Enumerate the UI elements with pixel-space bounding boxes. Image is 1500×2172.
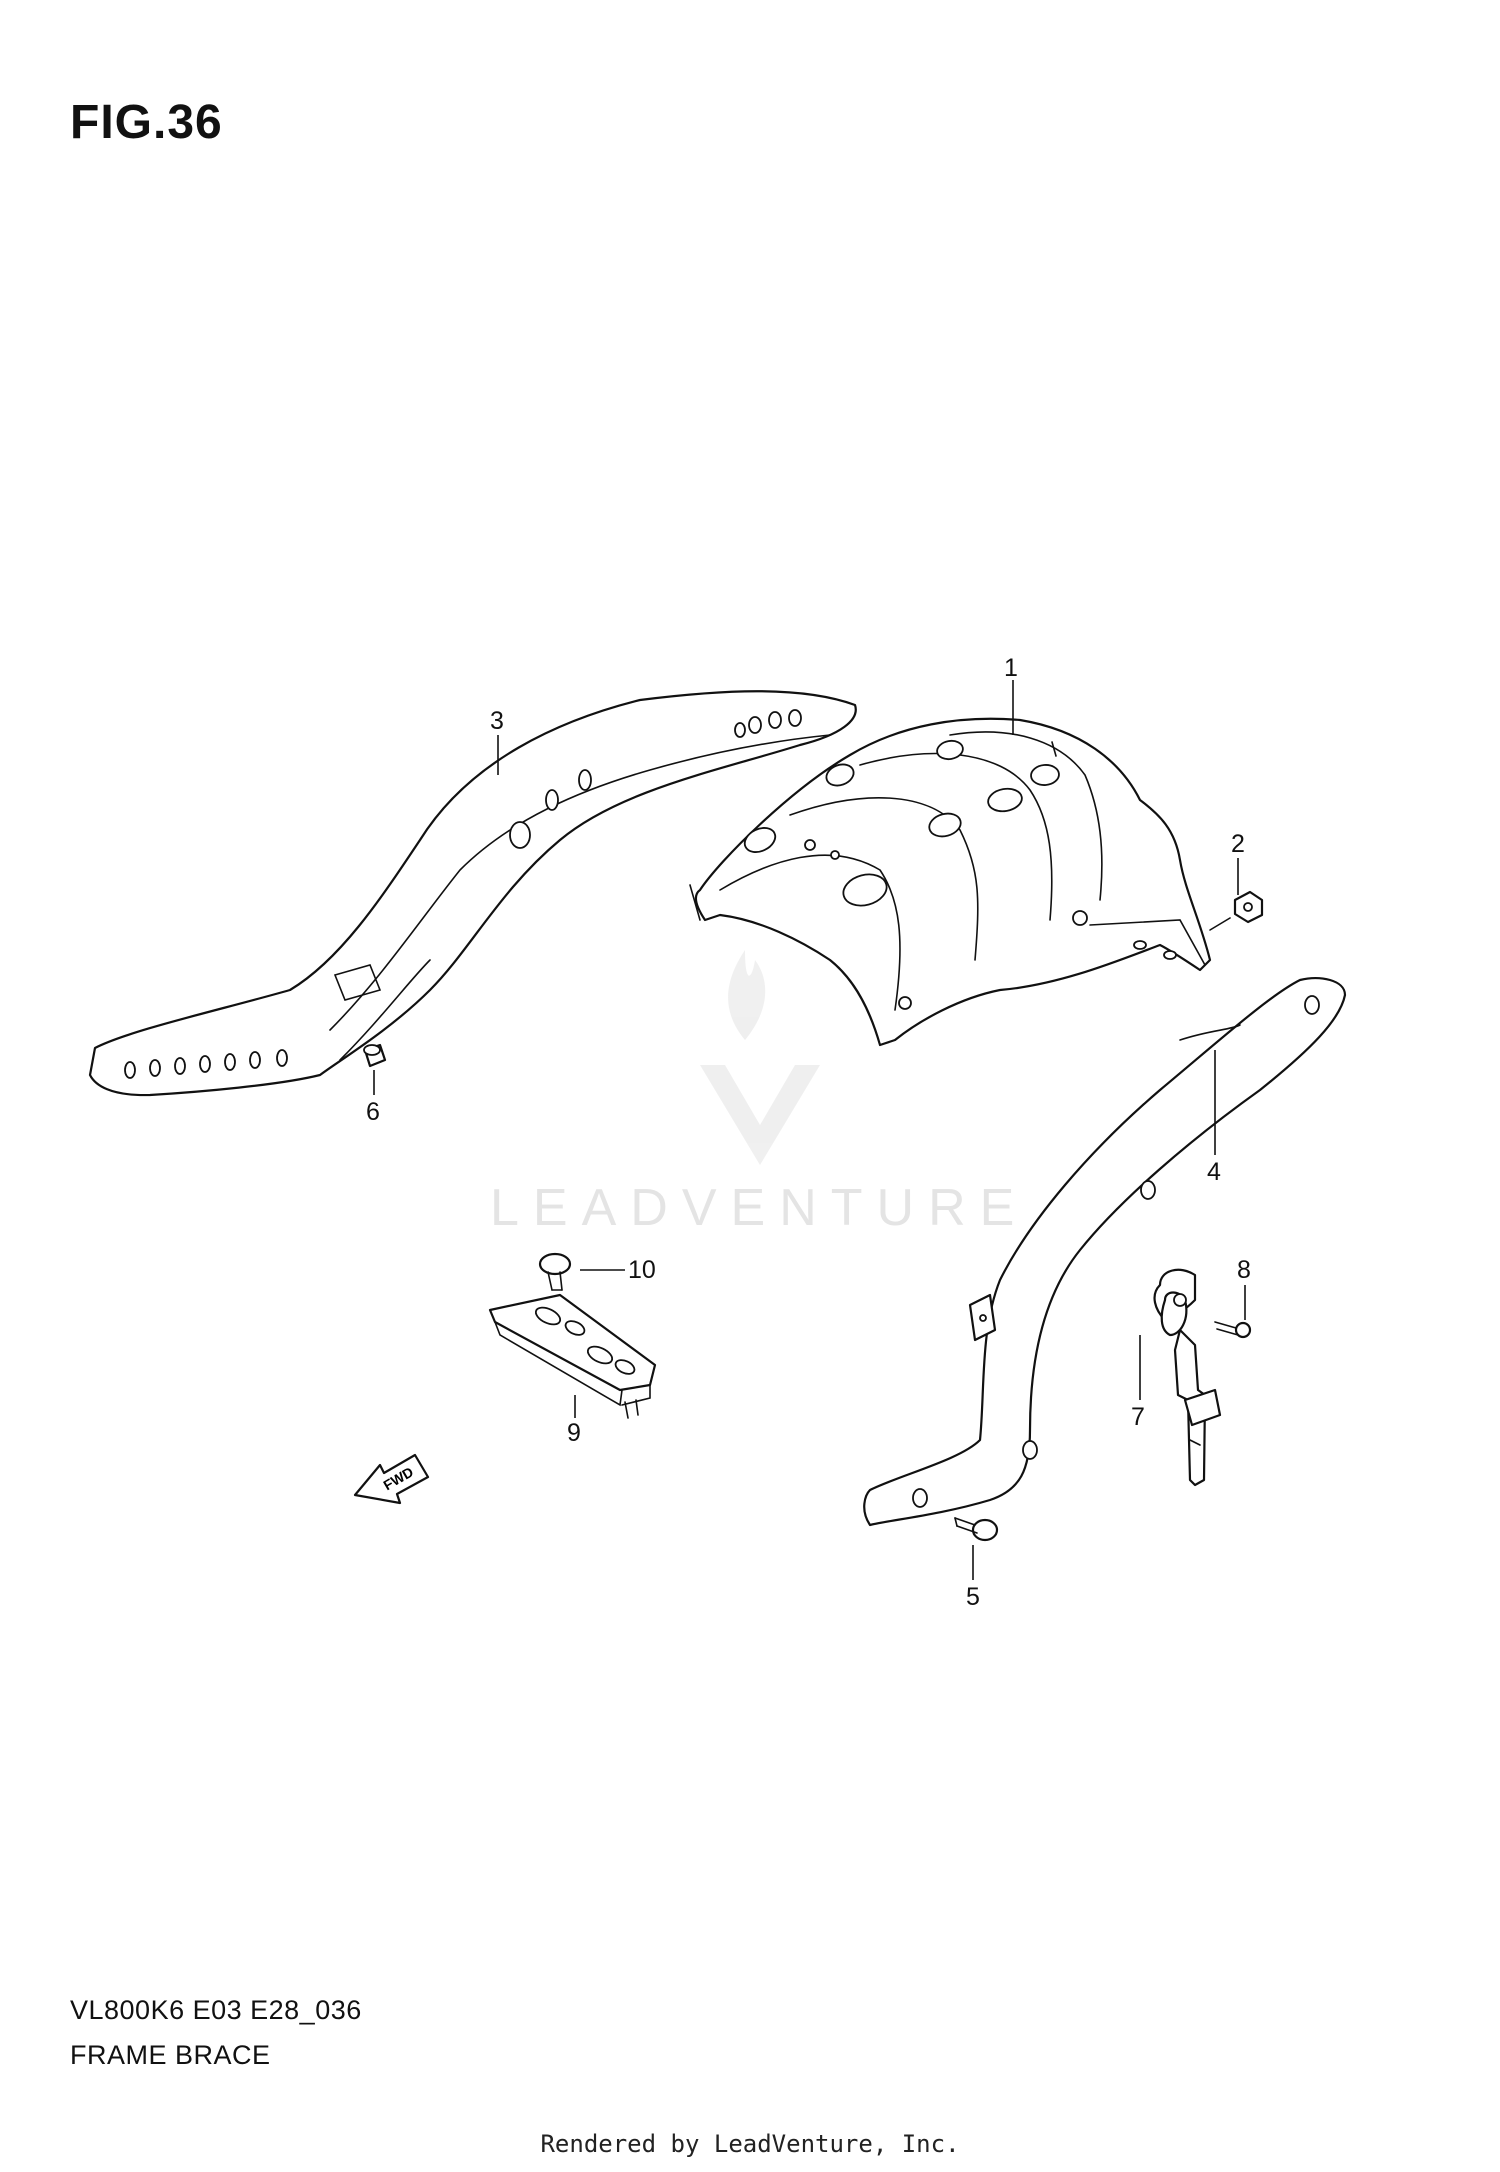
callout-3: 3 — [490, 707, 504, 735]
part-3-left-frame-brace[interactable] — [88, 690, 857, 1097]
part-10-screw[interactable] — [538, 1252, 572, 1291]
part-6-collar[interactable] — [363, 1043, 387, 1068]
leader-lines — [373, 680, 1246, 1580]
part-2-nut[interactable] — [1209, 890, 1264, 931]
callout-1: 1 — [1004, 654, 1018, 682]
figure-title: FIG.36 — [70, 96, 223, 149]
part-9-mounting-plate[interactable] — [488, 1293, 657, 1419]
callout-10: 10 — [628, 1256, 656, 1284]
callout-6: 6 — [366, 1098, 380, 1126]
watermark-text: LEADVENTURE — [490, 1179, 1029, 1237]
callout-7: 7 — [1131, 1403, 1145, 1431]
callout-5: 5 — [966, 1583, 980, 1611]
render-credit: Rendered by LeadVenture, Inc. — [540, 2130, 960, 2158]
callout-4: 4 — [1207, 1158, 1221, 1186]
part-5-bolt[interactable] — [954, 1517, 999, 1542]
part-1-frame-cover[interactable] — [689, 717, 1212, 1047]
callout-8: 8 — [1237, 1256, 1251, 1284]
callout-2: 2 — [1231, 830, 1245, 858]
part-7-lock-assembly[interactable] — [1153, 1268, 1222, 1487]
section-name: FRAME BRACE — [70, 2040, 271, 2070]
part-4-right-frame-brace[interactable] — [863, 977, 1347, 1527]
part-8-screw[interactable] — [1214, 1321, 1252, 1339]
forward-direction-arrow: FWD — [353, 1453, 430, 1505]
callout-9: 9 — [567, 1419, 581, 1447]
model-code: VL800K6 E03 E28_036 — [70, 1995, 362, 2025]
